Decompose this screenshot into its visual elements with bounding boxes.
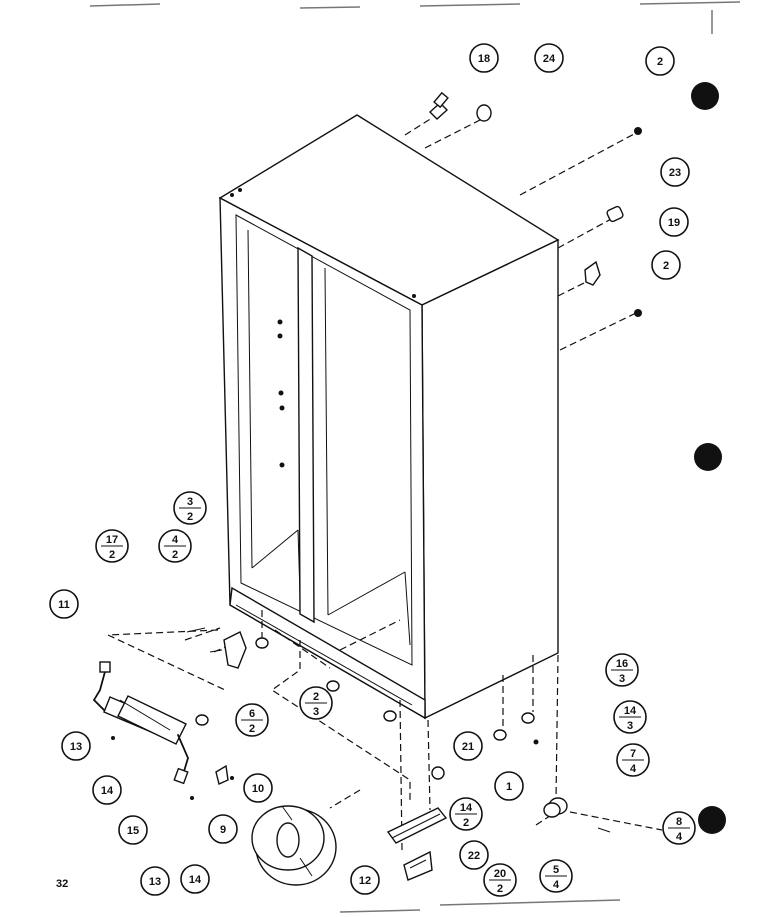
callout-16-3: 163 xyxy=(605,653,639,687)
svg-text:13: 13 xyxy=(70,741,82,753)
callout-14-bottom: 14 xyxy=(180,864,210,894)
svg-text:2: 2 xyxy=(313,691,319,703)
svg-text:15: 15 xyxy=(127,825,139,837)
svg-text:3: 3 xyxy=(627,720,633,732)
svg-text:14: 14 xyxy=(189,874,202,886)
svg-text:2: 2 xyxy=(249,723,255,735)
svg-text:3: 3 xyxy=(313,706,319,718)
svg-text:7: 7 xyxy=(630,748,636,760)
svg-text:14: 14 xyxy=(101,785,114,797)
binder-hole xyxy=(694,443,722,471)
svg-text:22: 22 xyxy=(468,850,480,862)
callout-14-left: 14 xyxy=(92,775,122,805)
scan-artifacts xyxy=(89,1,741,34)
svg-text:21: 21 xyxy=(462,741,474,753)
svg-text:2: 2 xyxy=(172,549,178,561)
callout-2-3: 23 xyxy=(299,686,333,720)
svg-text:13: 13 xyxy=(149,876,161,888)
refrigerator-cabinet xyxy=(218,114,560,720)
scan-artifacts-bottom xyxy=(339,899,621,913)
binder-hole xyxy=(698,806,726,834)
svg-text:2: 2 xyxy=(187,511,193,523)
callout-13-bottom: 13 xyxy=(140,866,170,896)
callout-23: 23 xyxy=(660,157,690,187)
svg-text:18: 18 xyxy=(478,53,490,65)
svg-text:14: 14 xyxy=(624,705,637,717)
svg-text:2: 2 xyxy=(463,817,469,829)
svg-text:19: 19 xyxy=(668,217,680,229)
callout-14-2: 142 xyxy=(449,797,483,831)
callout-10: 10 xyxy=(243,773,273,803)
part-12-ring xyxy=(251,805,337,886)
callout-3-2: 32 xyxy=(173,491,207,525)
svg-text:12: 12 xyxy=(359,875,371,887)
callout-22: 22 xyxy=(459,840,489,870)
svg-text:6: 6 xyxy=(249,708,255,720)
svg-text:5: 5 xyxy=(553,864,559,876)
svg-text:20: 20 xyxy=(494,868,506,880)
svg-text:1: 1 xyxy=(506,781,512,793)
callout-12: 12 xyxy=(350,865,380,895)
page-number: 32 xyxy=(56,878,69,890)
part-18-screw xyxy=(428,91,449,120)
callout-4-2: 42 xyxy=(158,529,192,563)
svg-text:4: 4 xyxy=(553,879,560,891)
svg-text:23: 23 xyxy=(669,167,681,179)
callout-9: 9 xyxy=(208,814,238,844)
callout-24: 24 xyxy=(534,43,564,73)
callout-2-top: 2 xyxy=(645,46,675,76)
callout-18: 18 xyxy=(469,43,499,73)
svg-text:2: 2 xyxy=(657,56,663,68)
callout-5-4: 54 xyxy=(539,859,573,893)
callout-20-2: 202 xyxy=(483,863,517,897)
svg-text:4: 4 xyxy=(630,763,637,775)
svg-text:24: 24 xyxy=(543,53,556,65)
svg-text:3: 3 xyxy=(187,496,193,508)
callout-13-left: 13 xyxy=(61,731,91,761)
svg-text:11: 11 xyxy=(58,599,70,611)
binder-hole xyxy=(691,82,719,110)
svg-text:2: 2 xyxy=(497,883,503,895)
callout-7-4: 74 xyxy=(616,743,650,777)
callout-14-3: 143 xyxy=(613,700,647,734)
callout-15: 15 xyxy=(118,815,148,845)
callout-17-2: 172 xyxy=(95,529,129,563)
svg-text:9: 9 xyxy=(220,824,226,836)
svg-text:2: 2 xyxy=(109,549,115,561)
svg-text:3: 3 xyxy=(619,673,625,685)
svg-text:8: 8 xyxy=(676,816,682,828)
svg-text:4: 4 xyxy=(172,534,179,546)
svg-text:16: 16 xyxy=(616,658,628,670)
svg-text:4: 4 xyxy=(676,831,683,843)
callout-19: 19 xyxy=(659,207,689,237)
callout-6-2: 62 xyxy=(235,703,269,737)
callout-11: 11 xyxy=(49,589,79,619)
svg-text:10: 10 xyxy=(252,783,264,795)
svg-text:17: 17 xyxy=(106,534,118,546)
callout-2-mid: 2 xyxy=(651,250,681,280)
callout-1: 1 xyxy=(494,771,524,801)
callout-21: 21 xyxy=(453,731,483,761)
callout-8-4: 84 xyxy=(662,811,696,845)
svg-text:2: 2 xyxy=(663,260,669,272)
svg-text:14: 14 xyxy=(460,802,473,814)
small-parts xyxy=(92,91,642,886)
